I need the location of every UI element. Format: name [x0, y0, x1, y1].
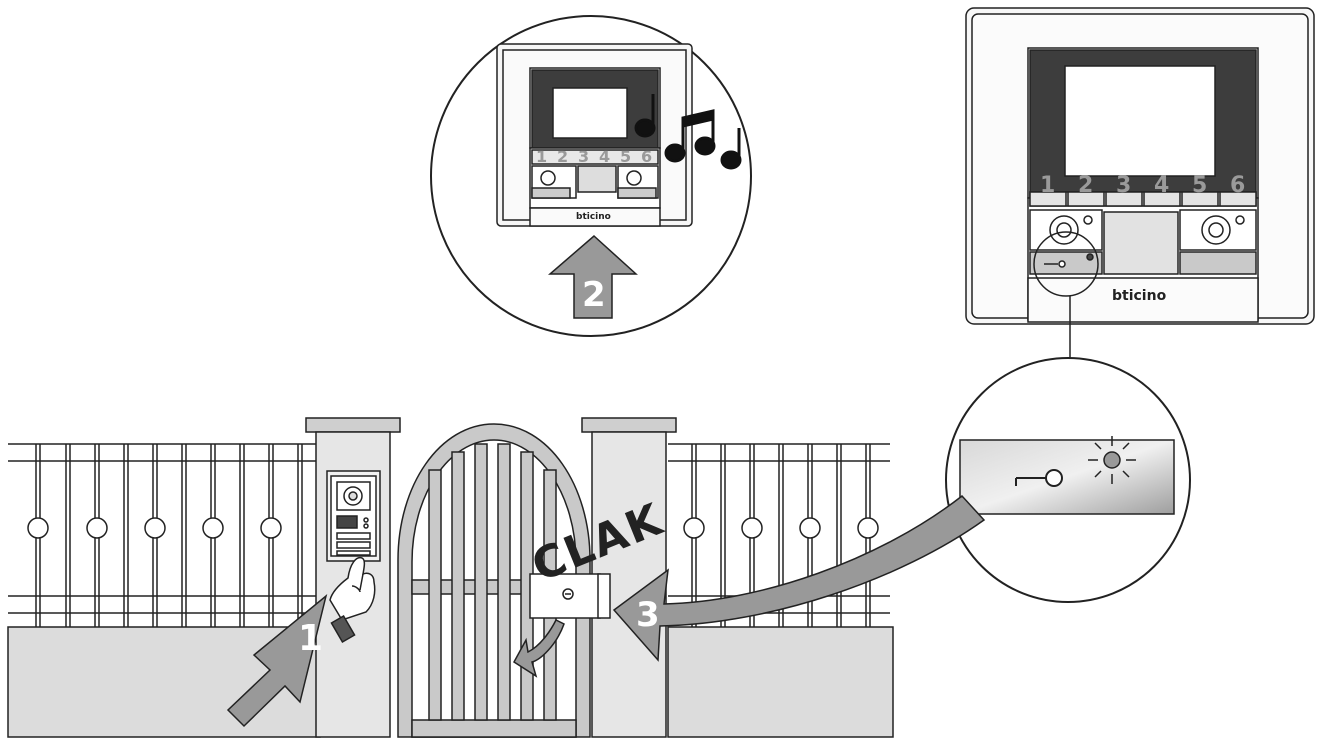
right-railing — [668, 443, 890, 627]
zoom-button-1: 1 — [536, 147, 547, 166]
gate — [397, 423, 591, 738]
left-railing — [8, 443, 318, 627]
button-number-3: 3 — [1116, 173, 1131, 198]
large-monitor-brand: bticino — [1112, 288, 1167, 304]
door-release-panel — [959, 439, 1175, 515]
answer-button — [1179, 251, 1257, 275]
small-monitor — [496, 43, 693, 227]
step-1-arrow: 1 — [226, 593, 328, 728]
step-3-arrow: 3 — [612, 494, 986, 662]
button-number-5: 5 — [1192, 173, 1207, 198]
fence-scene — [7, 417, 894, 738]
speaker-grille — [1103, 211, 1179, 275]
step-1-label: 1 — [298, 618, 323, 659]
door-release-button — [1029, 251, 1103, 275]
zoom-button-5: 5 — [620, 147, 631, 166]
zoom-button-6: 6 — [641, 147, 652, 166]
music-notes-icon — [634, 94, 742, 170]
right-wall — [667, 626, 894, 738]
pointing-hand-icon — [329, 556, 376, 644]
button-number-4: 4 — [1154, 173, 1169, 198]
ringing-monitor-zoom: bticino 1 2 3 4 5 6 2 — [430, 15, 752, 337]
step-2-label: 2 — [582, 275, 606, 315]
door-release-highlight — [1033, 231, 1099, 297]
electric-lock — [529, 573, 611, 619]
step-2-arrow: 2 — [547, 234, 638, 319]
large-monitor — [965, 7, 1315, 325]
button-number-2: 2 — [1078, 173, 1093, 198]
button-number-1: 1 — [1040, 173, 1055, 198]
zoom-button-3: 3 — [578, 147, 589, 166]
zoom-button-numbers: 1 2 3 4 5 6 — [536, 147, 652, 166]
call-button — [336, 532, 371, 540]
step-3-label: 3 — [636, 595, 660, 635]
gate-open-arrow — [513, 618, 565, 678]
button-number-6: 6 — [1230, 173, 1245, 198]
large-button-numbers: 1 2 3 4 5 6 — [1040, 173, 1245, 198]
led-on-icon — [1088, 436, 1136, 484]
zoom-button-2: 2 — [557, 147, 568, 166]
small-monitor-brand: bticino — [576, 212, 611, 222]
key-icon — [1015, 469, 1063, 487]
door-release-detail — [945, 357, 1191, 603]
zoom-button-4: 4 — [599, 147, 610, 166]
door-entry-panel — [326, 470, 381, 562]
